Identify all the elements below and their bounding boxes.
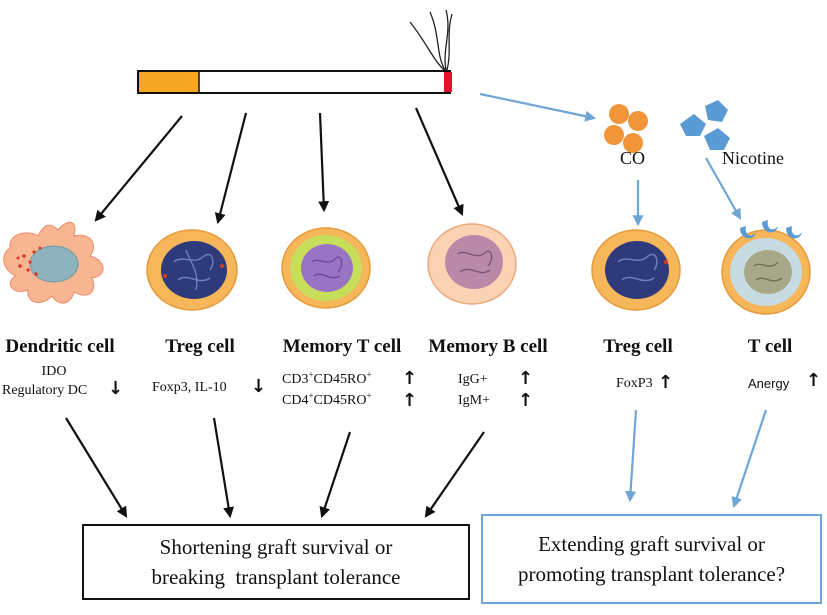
t-cell-icon — [721, 229, 811, 315]
treg-cell-left-icon — [146, 229, 238, 311]
memory-t-increase-arrow-1: ↑ — [402, 368, 418, 389]
dendritic-marker-regdc: Regulatory DC — [2, 383, 88, 398]
outcome-arrows-blue — [625, 409, 768, 509]
cigarette-effect-arrows — [94, 107, 464, 225]
t-cell-marker: Anergy — [748, 376, 790, 391]
dendritic-marker-ido: IDO — [41, 364, 67, 379]
treg-cell-right-name: Treg cell — [603, 336, 673, 357]
t-cell-name: T cell — [747, 336, 793, 357]
extending-outcome-line1: Extending graft survival or — [538, 532, 765, 556]
extending-outcome-box: Extending graft survival or promoting tr… — [481, 514, 822, 604]
memory-b-increase-arrow-2: ↑ — [518, 390, 534, 411]
memory-b-cell-icon — [427, 223, 517, 305]
treg-left-decrease-arrow: ↓ — [251, 376, 267, 397]
t-cell-increase-arrow: ↑ — [806, 370, 822, 391]
treg-left-marker: Foxp3, IL-10 — [152, 380, 227, 395]
memory-t-marker-cd4: CD4+CD45RO+ — [282, 390, 372, 408]
outcome-arrows-black — [65, 417, 485, 519]
smoke-component-arrows — [479, 92, 742, 227]
dendritic-cell-icon — [3, 221, 104, 304]
treg-right-increase-arrow: ↑ — [658, 372, 674, 393]
treg-right-marker: FoxP3 — [616, 376, 653, 391]
memory-t-marker-cd3: CD3+CD45RO+ — [282, 369, 372, 387]
extending-outcome-line2: promoting transplant tolerance? — [517, 562, 786, 586]
dendritic-decrease-arrow: ↓ — [108, 378, 124, 399]
memory-t-cell-icon — [281, 227, 371, 309]
shortening-outcome-box: Shortening graft survival or breaking tr… — [82, 524, 470, 600]
shortening-outcome-line2: breaking transplant tolerance — [151, 565, 401, 589]
nicotine-molecule-icon — [680, 100, 730, 150]
memory-b-marker-igg: IgG+ — [458, 372, 488, 387]
memory-b-increase-arrow-1: ↑ — [518, 368, 534, 389]
receptor-icon — [740, 220, 802, 239]
co-molecule-icon — [604, 104, 648, 153]
dendritic-cell-name: Dendritic cell — [5, 336, 115, 357]
smoke-icon — [409, 9, 453, 71]
cigarette-icon — [137, 70, 452, 94]
shortening-outcome-line1: Shortening graft survival or — [159, 535, 393, 559]
memory-b-cell-name: Memory B cell — [428, 336, 548, 357]
memory-t-cell-name: Memory T cell — [282, 336, 402, 357]
treg-cell-right-icon — [591, 229, 681, 311]
memory-t-increase-arrow-2: ↑ — [402, 390, 418, 411]
co-label: CO — [620, 148, 646, 168]
memory-b-marker-igm: IgM+ — [458, 393, 491, 408]
treg-cell-left-name: Treg cell — [165, 336, 235, 357]
nicotine-label: Nicotine — [722, 148, 784, 168]
